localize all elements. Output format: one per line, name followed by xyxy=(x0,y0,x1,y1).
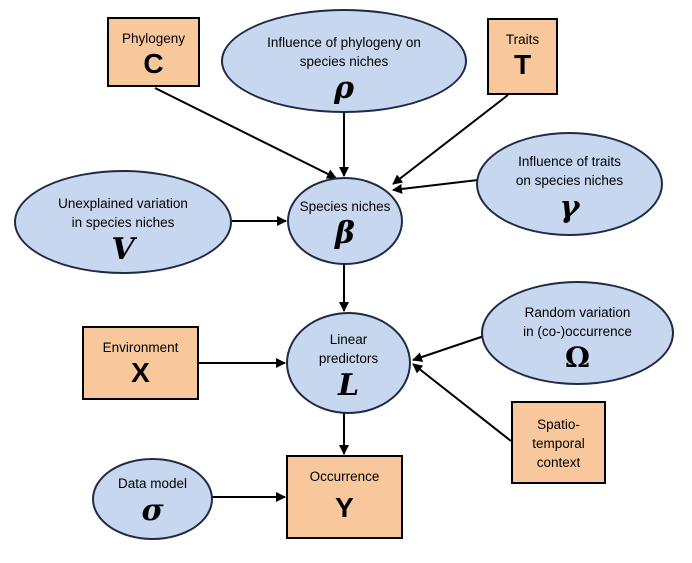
environment-node: Environment X xyxy=(82,326,199,400)
unexplained-variation-node: Unexplained variation in species niches … xyxy=(14,170,232,274)
v-symbol: V xyxy=(111,232,135,267)
linear-predictors-node: Linear predictors L xyxy=(286,312,411,414)
arrow-phylogeny-to-niches xyxy=(154,87,337,179)
data-model-node: Data model σ xyxy=(92,458,213,540)
unexplained-variation-label: Unexplained variation in species niches xyxy=(58,196,188,230)
spatiotemporal-node: Spatio-temporal context xyxy=(511,401,606,484)
phylogeny-influence-node: Influence of phylogeny on species niches… xyxy=(221,9,467,113)
phylogeny-label: Phylogeny xyxy=(121,31,186,46)
random-variation-label: Random variation in (co-)occurrence xyxy=(523,305,632,339)
arrow-spatiotemporal-to-linear xyxy=(412,363,512,442)
environment-symbol: X xyxy=(131,357,150,388)
data-model-label: Data model xyxy=(117,476,188,491)
trait-influence-node: Influence of traits on species niches γ xyxy=(476,132,663,236)
sigma-symbol: σ xyxy=(141,493,164,528)
phylogeny-symbol: C xyxy=(143,48,164,79)
beta-symbol: β xyxy=(335,216,355,251)
rho-symbol: ρ xyxy=(334,71,354,106)
traits-node: Traits T xyxy=(487,18,558,95)
linear-predictors-label: Linear predictors xyxy=(318,332,379,366)
arrow-gamma-to-niches xyxy=(392,179,479,194)
random-variation-node: Random variation in (co-)occurrence Ω xyxy=(481,281,674,385)
environment-label: Environment xyxy=(102,340,179,355)
omega-symbol: Ω xyxy=(565,341,590,374)
spatiotemporal-label: Spatio-temporal context xyxy=(532,417,585,470)
trait-influence-label: Influence of traits on species niches xyxy=(515,154,624,188)
arrow-traits-to-niches xyxy=(392,94,509,185)
occurrence-label: Occurrence xyxy=(309,469,380,484)
occurrence-node: Occurrence Y xyxy=(286,455,403,539)
l-symbol: L xyxy=(337,368,360,403)
species-niches-node: Species niches β xyxy=(287,177,403,265)
phylogeny-node: Phylogeny C xyxy=(107,17,200,87)
gamma-symbol: γ xyxy=(559,190,580,225)
traits-symbol: T xyxy=(513,49,532,80)
occurrence-symbol: Y xyxy=(335,492,354,523)
traits-label: Traits xyxy=(505,32,540,47)
phylogeny-influence-label: Influence of phylogeny on species niches xyxy=(267,35,421,69)
arrow-omega-to-linear xyxy=(412,334,488,362)
species-niches-label: Species niches xyxy=(299,199,391,214)
